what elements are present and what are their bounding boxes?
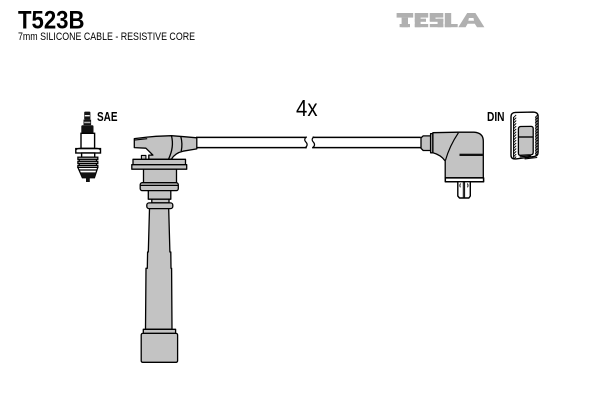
svg-text:7mm SILICONE CABLE - RESISTIV: 7mm SILICONE CABLE - RESISTIVE CORE — [18, 31, 195, 43]
svg-text:4x: 4x — [296, 95, 318, 121]
svg-text:SAE: SAE — [97, 110, 118, 124]
svg-text:DIN: DIN — [487, 110, 505, 124]
svg-text:T523B: T523B — [18, 8, 85, 35]
